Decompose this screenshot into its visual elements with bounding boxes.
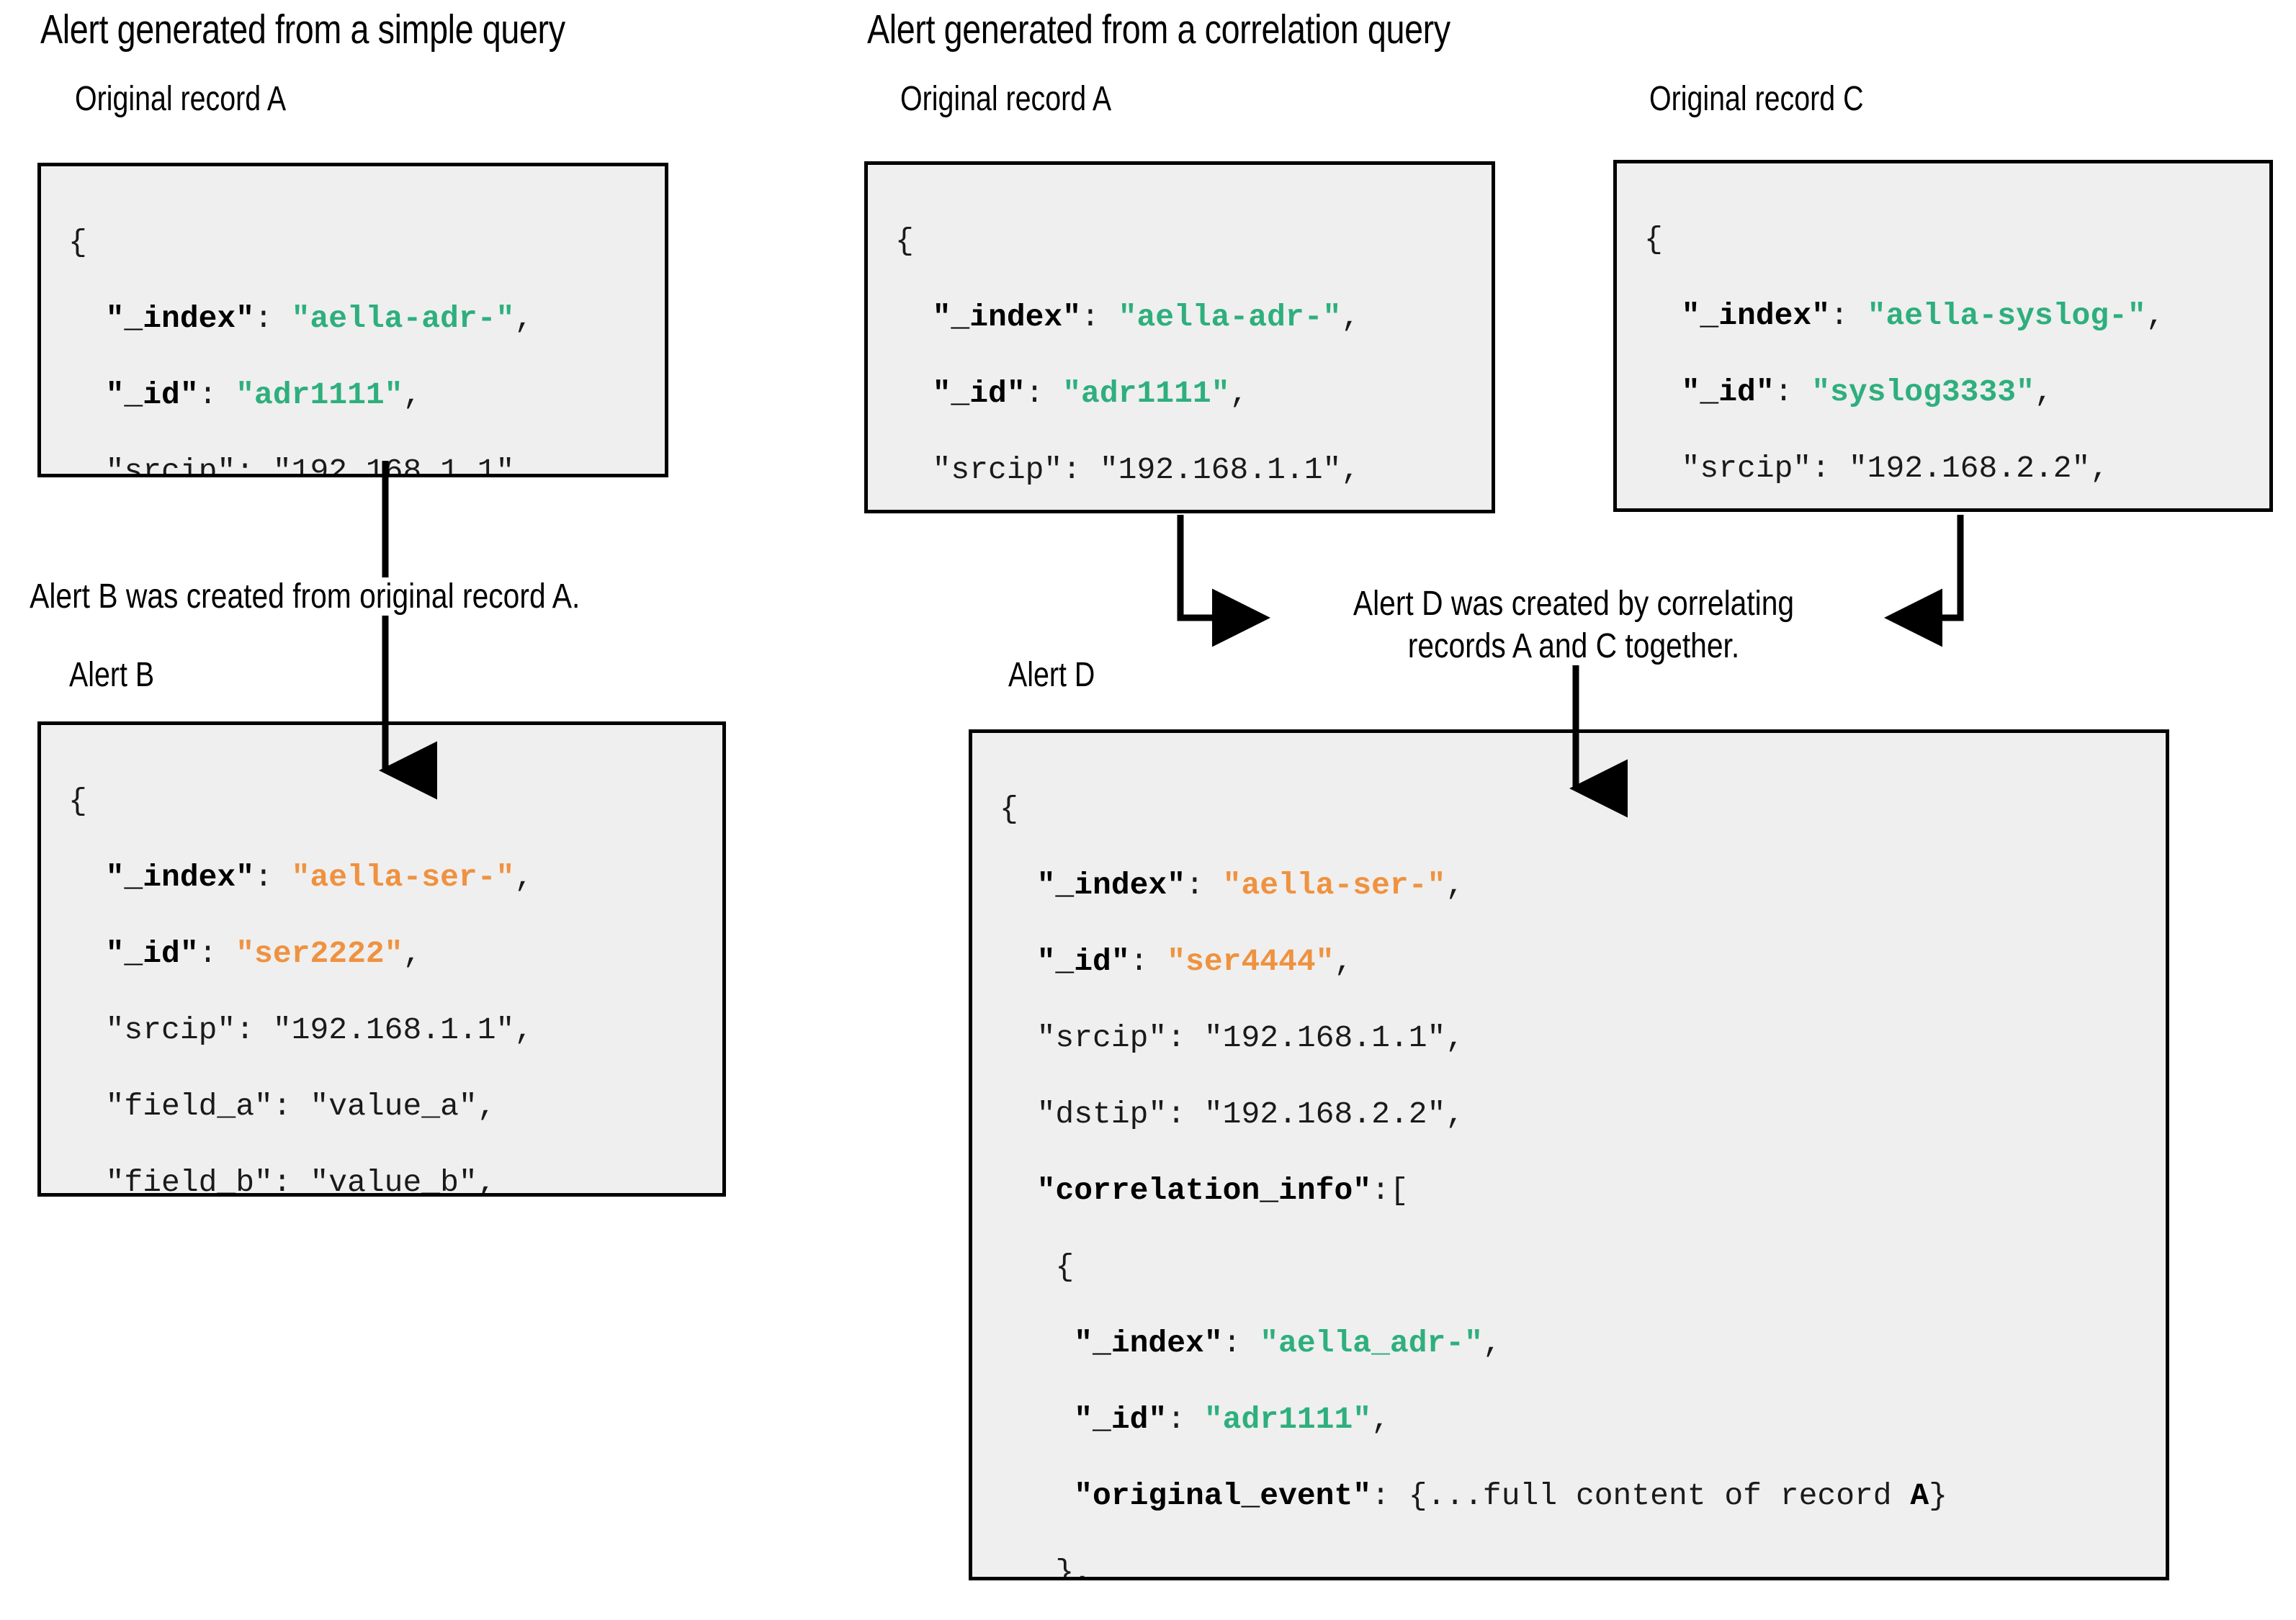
left-caption-text: Alert B was created from original record… bbox=[26, 577, 584, 616]
right-caption-line-2: records A and C together. bbox=[1404, 626, 1744, 665]
original-record-c: { "_index": "aella-syslog-", "_id": "sys… bbox=[1613, 160, 2273, 512]
alert-b-box: { "_index": "aella-ser-", "_id": "ser222… bbox=[37, 721, 726, 1197]
right-caption: Alert D was created by correlating recor… bbox=[1332, 583, 1816, 667]
alert-d-code: { "_index": "aella-ser-", "_id": "ser444… bbox=[1000, 791, 1948, 1580]
right-caption-line-1: Alert D was created by correlating bbox=[1349, 585, 1798, 623]
right-result-label: Alert D bbox=[1008, 656, 1095, 694]
right-panel-title: Alert generated from a correlation query bbox=[867, 6, 1450, 53]
left-caption: Alert B was created from original record… bbox=[26, 576, 699, 618]
original-record-a-left-code: { "_index": "aella-adr-", "_id": "adr111… bbox=[68, 225, 534, 477]
left-panel-title: Alert generated from a simple query bbox=[40, 6, 565, 53]
left-result-label: Alert B bbox=[69, 656, 155, 694]
original-record-a-right: { "_index": "aella-adr-", "_id": "adr111… bbox=[864, 161, 1495, 513]
alert-b-code: { "_index": "aella-ser-", "_id": "ser222… bbox=[68, 783, 534, 1197]
left-source-label: Original record A bbox=[75, 80, 287, 118]
alert-d-box: { "_index": "aella-ser-", "_id": "ser444… bbox=[969, 729, 2169, 1580]
arrow-record-a-to-caption bbox=[1177, 515, 1270, 647]
right-source-c-label: Original record C bbox=[1649, 80, 1864, 118]
original-record-c-code: { "_index": "aella-syslog-", "_id": "sys… bbox=[1644, 222, 2165, 486]
original-record-a-right-code: { "_index": "aella-adr-", "_id": "adr111… bbox=[895, 223, 1360, 487]
original-record-a-left: { "_index": "aella-adr-", "_id": "adr111… bbox=[37, 163, 668, 477]
right-source-a-label: Original record A bbox=[900, 80, 1112, 118]
arrow-record-c-to-caption bbox=[1884, 515, 1964, 647]
